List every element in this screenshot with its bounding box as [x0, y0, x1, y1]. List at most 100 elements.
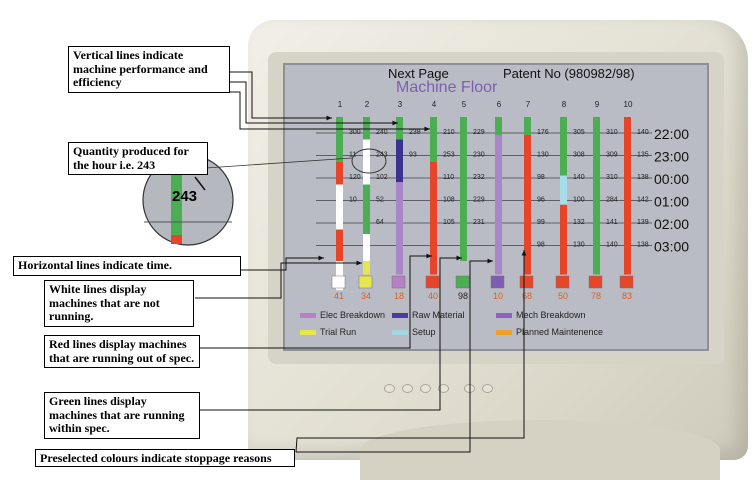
time-label: 02:00: [654, 216, 689, 232]
hourly-quantity: 130: [573, 242, 585, 249]
machine-number: 5: [462, 100, 467, 109]
hourly-quantity: 229: [473, 129, 485, 136]
stoppage-square: [331, 275, 346, 289]
hourly-quantity: 52: [376, 197, 384, 204]
stoppage-value: 98: [458, 291, 468, 301]
hourly-quantity: 130: [537, 152, 549, 159]
machine-bar-segment: [560, 175, 567, 205]
stoppage-square: [490, 275, 505, 289]
hourly-quantity: 98: [537, 174, 545, 181]
callout-leader-line: [195, 262, 362, 299]
legend-swatch: [392, 330, 408, 335]
machine-bar-segment: [624, 117, 631, 275]
callout-leader-line: [200, 257, 462, 411]
hourly-quantity: 132: [573, 219, 585, 226]
hourly-quantity: 310: [606, 174, 618, 181]
machine-bar-segment: [593, 117, 600, 275]
hourly-quantity: 253: [443, 152, 455, 159]
hourly-quantity: 142: [637, 197, 649, 204]
hourly-quantity: 93: [409, 152, 417, 159]
machine-bar-segment: [363, 117, 370, 140]
hourly-quantity: 176: [537, 129, 549, 136]
hourly-quantity: 240: [376, 129, 388, 136]
next-page-link[interactable]: Next Page: [388, 66, 449, 81]
magnifier-connector: [205, 157, 353, 169]
callout-leader-line: [230, 91, 430, 130]
legend-label: Planned Maintenence: [516, 327, 603, 337]
hourly-quantity: 229: [473, 197, 485, 204]
monitor-button[interactable]: [482, 384, 493, 393]
magnifier-bar-green: [171, 155, 182, 235]
machine-bar-segment: [495, 135, 502, 275]
monitor-button[interactable]: [438, 384, 449, 393]
machine-bar-segment: [396, 182, 403, 275]
callout-arrowhead: [356, 260, 362, 266]
machine-number: 3: [398, 100, 403, 109]
hourly-quantity: 99: [537, 219, 545, 226]
stoppage-value: 83: [622, 291, 632, 301]
callout-leader-line: [200, 255, 432, 349]
callout-arrowhead: [487, 258, 493, 264]
patent-number: Patent No (980982/98): [503, 66, 635, 81]
stoppage-value: 18: [394, 291, 404, 301]
legend-label: Setup: [412, 327, 436, 337]
magnifier-pointer: [194, 176, 206, 191]
machine-bar-segment: [460, 117, 467, 261]
hourly-quantity: 110: [443, 174, 454, 181]
legend-swatch: [300, 330, 316, 335]
machine-number: 7: [526, 100, 531, 109]
legend-label: Elec Breakdown: [320, 310, 385, 320]
stoppage-square: [425, 275, 440, 289]
machine-bar-segment: [336, 229, 343, 261]
stoppage-square: [588, 275, 603, 289]
stoppage-value: 78: [591, 291, 601, 301]
legend-label: Mech Breakdown: [516, 310, 586, 320]
stoppage-value: 50: [558, 291, 568, 301]
machine-bar-segment: [524, 135, 531, 275]
hourly-quantity: 238: [409, 129, 421, 136]
legend-label: Raw Material: [412, 310, 465, 320]
legend-label: Trial Run: [320, 327, 356, 337]
hourly-quantity: 120: [349, 174, 361, 181]
monitor-button[interactable]: [420, 384, 431, 393]
hourly-quantity: 141: [606, 219, 618, 226]
hourly-quantity: 284: [606, 197, 618, 204]
machine-number: 9: [595, 100, 600, 109]
hourly-quantity: 96: [537, 197, 545, 204]
hourly-quantity: 210: [443, 129, 455, 136]
machine-number: 4: [432, 100, 437, 109]
monitor-button[interactable]: [402, 384, 413, 393]
callout-vertical-lines: Vertical lines indicate machine performa…: [68, 46, 230, 93]
machine-number: 10: [624, 100, 633, 109]
hourly-quantity: 102: [376, 174, 388, 181]
machine-floor-chart: 22:0023:0000:0001:0002:0003:001300111201…: [142, 71, 689, 453]
hourly-quantity: 310: [606, 129, 618, 136]
callout-leader-line: [295, 250, 525, 453]
screen-title: Machine Floor: [396, 79, 498, 96]
hourly-quantity: 98: [537, 242, 545, 249]
callout-arrowhead: [392, 120, 398, 126]
hourly-quantity: 140: [637, 129, 649, 136]
stoppage-square: [455, 275, 470, 289]
monitor-button[interactable]: [384, 384, 395, 393]
time-label: 00:00: [654, 171, 689, 187]
hourly-quantity: 140: [573, 174, 585, 181]
magnifier-value: 243: [172, 188, 198, 205]
time-label: 22:00: [654, 126, 689, 142]
callout-white-lines: White lines display machines that are no…: [44, 280, 194, 327]
callout-arrowhead: [424, 126, 430, 132]
stoppage-square: [519, 275, 534, 289]
callout-arrowhead: [426, 253, 432, 259]
hourly-quantity: 138: [637, 242, 649, 249]
hourly-quantity: 139: [637, 219, 649, 226]
machine-bar-segment: [363, 184, 370, 234]
callout-arrowhead: [326, 115, 332, 121]
stoppage-square: [555, 275, 570, 289]
hourly-quantity: 135: [637, 152, 649, 159]
machine-bar-segment: [336, 184, 343, 230]
machine-bar-segment: [363, 261, 370, 275]
machine-number: 8: [562, 100, 567, 109]
machine-bar-segment: [430, 162, 437, 275]
time-label: 03:00: [654, 239, 689, 255]
callout-arrowhead: [521, 250, 527, 256]
